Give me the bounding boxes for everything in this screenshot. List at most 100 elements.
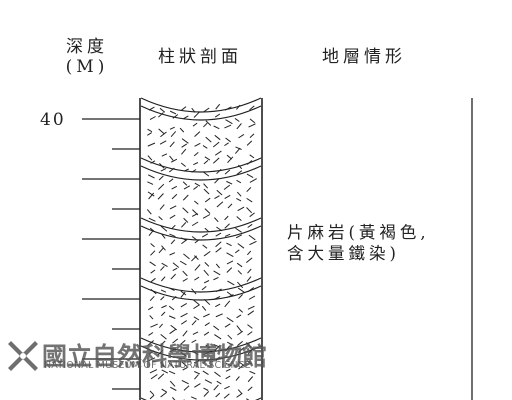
- mineral-dash: [150, 277, 156, 283]
- mineral-dash: [191, 255, 197, 262]
- mineral-dash: [236, 191, 242, 197]
- mineral-dash: [159, 163, 165, 169]
- mineral-dash: [193, 316, 200, 321]
- mineral-dash: [183, 217, 189, 223]
- mineral-dash: [159, 362, 165, 368]
- mineral-dash: [215, 356, 221, 361]
- mineral-dash: [203, 269, 209, 276]
- mineral-dash: [181, 361, 188, 367]
- mineral-dash: [224, 385, 230, 390]
- mineral-dash: [213, 276, 219, 281]
- mineral-dash: [160, 311, 166, 317]
- mineral-dash: [180, 352, 187, 357]
- mineral-dash: [180, 312, 188, 318]
- mineral-dash: [160, 392, 167, 398]
- mineral-dash: [159, 340, 166, 347]
- mineral-dash: [146, 209, 152, 215]
- mineral-dash: [181, 138, 189, 144]
- mineral-dash: [168, 305, 175, 311]
- mineral-dash: [213, 157, 220, 164]
- mineral-dash: [169, 287, 175, 292]
- mineral-dash: [180, 302, 187, 308]
- foliation-wave: [140, 165, 262, 181]
- mineral-dash: [203, 107, 210, 113]
- mineral-dash: [161, 305, 167, 309]
- mineral-dash: [248, 295, 256, 300]
- mineral-dash: [148, 332, 154, 336]
- mineral-dash: [204, 227, 210, 233]
- mineral-dash: [149, 315, 154, 320]
- mineral-dash: [157, 373, 165, 380]
- mineral-dash: [168, 178, 174, 183]
- mineral-dash: [247, 223, 253, 228]
- mineral-dash: [148, 229, 154, 236]
- mineral-dash: [194, 374, 199, 380]
- mineral-dash: [215, 303, 221, 308]
- mineral-dash: [182, 194, 189, 201]
- mineral-dash: [202, 370, 209, 376]
- mineral-dash: [202, 313, 210, 318]
- mineral-dash: [249, 105, 255, 111]
- mineral-dash: [213, 296, 221, 301]
- mineral-dash: [172, 114, 179, 119]
- mineral-dash: [191, 339, 197, 344]
- mineral-dash: [158, 112, 164, 118]
- mineral-dash: [172, 267, 178, 272]
- mineral-dash: [148, 357, 156, 362]
- mineral-dash: [169, 233, 176, 238]
- mineral-dash: [214, 113, 221, 118]
- mineral-dash: [214, 134, 221, 141]
- mineral-dash: [247, 324, 253, 329]
- stratum-description-header: 地層情形: [322, 47, 406, 67]
- watermark-name-en: NATIONAL MUSEUM OF NATURAL SCIENCE: [44, 360, 251, 371]
- mineral-dash: [148, 306, 154, 311]
- mineral-dash: [213, 125, 220, 130]
- mineral-dash: [225, 368, 231, 372]
- mineral-dash: [191, 288, 197, 295]
- mineral-dash: [227, 280, 235, 286]
- mineral-dash: [246, 140, 253, 146]
- mineral-dash: [160, 289, 167, 293]
- mineral-dash: [226, 242, 232, 247]
- mineral-dash: [203, 122, 208, 128]
- mineral-dash: [169, 141, 175, 148]
- mineral-dash: [180, 162, 186, 167]
- mineral-dash: [216, 189, 223, 196]
- mineral-dash: [249, 212, 255, 218]
- mineral-dash: [157, 193, 164, 200]
- mineral-dash: [226, 252, 234, 258]
- mineral-dash: [147, 128, 153, 133]
- mineral-dash: [236, 262, 243, 268]
- mineral-dash: [169, 380, 176, 387]
- mineral-dash: [246, 160, 253, 165]
- mineral-dash: [226, 260, 234, 265]
- mineral-dash: [171, 193, 178, 200]
- mineral-dash: [194, 239, 200, 244]
- mineral-dash: [237, 389, 243, 394]
- mineral-dash: [204, 379, 213, 384]
- mineral-dash: [161, 153, 168, 157]
- mineral-dash: [170, 131, 177, 138]
- mineral-dash: [148, 192, 155, 200]
- mineral-dash: [172, 262, 180, 268]
- mineral-dash: [169, 348, 176, 353]
- mineral-dash: [204, 197, 211, 203]
- stratum-description-line1: 片麻岩(黃褐色,: [287, 223, 430, 242]
- mineral-dash: [214, 217, 219, 223]
- mineral-dash: [194, 131, 201, 138]
- mineral-dash: [150, 243, 155, 248]
- mineral-dash: [247, 268, 252, 274]
- mineral-dash: [149, 369, 158, 374]
- mineral-dash: [149, 390, 155, 396]
- mineral-dash: [158, 183, 165, 190]
- depth-ticks: [82, 118, 140, 390]
- mineral-dash: [247, 376, 254, 383]
- mineral-dash: [225, 119, 233, 125]
- mineral-dash: [248, 123, 256, 128]
- mineral-dash: [224, 194, 231, 200]
- mineral-dash: [169, 205, 177, 210]
- museum-logo-icon: [8, 341, 38, 371]
- mineral-dash: [214, 150, 222, 156]
- mineral-dash: [194, 142, 201, 147]
- mineral-dash: [161, 388, 168, 393]
